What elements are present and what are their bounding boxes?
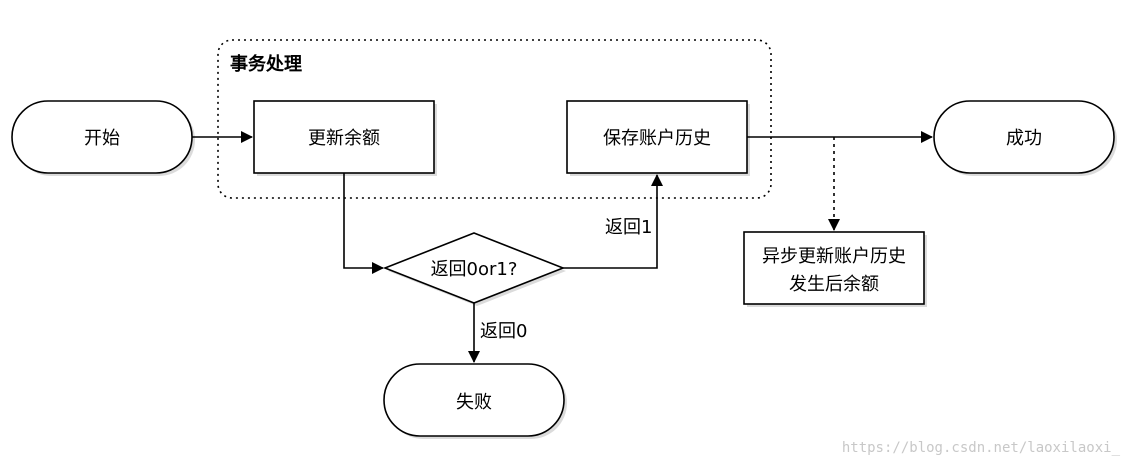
success-label: 成功	[1006, 128, 1042, 149]
edge-decision-to-save	[563, 174, 663, 269]
start-label: 开始	[84, 128, 120, 149]
transaction-group-border	[217, 39, 772, 199]
decision-label: 返回0or1?	[431, 259, 518, 280]
async-note-box	[743, 231, 925, 305]
transaction-group: 事务处理	[217, 39, 772, 199]
update-balance-label: 更新余额	[308, 128, 380, 149]
watermark-text: https://blog.csdn.net/laoxilaoxi_	[842, 440, 1121, 456]
edge-label-return1: 返回1	[605, 217, 652, 238]
save-history-node: 保存账户历史	[566, 100, 750, 176]
save-history-box	[566, 100, 748, 174]
failure-label: 失败	[456, 392, 492, 413]
update-balance-node: 更新余额	[253, 100, 437, 176]
failure-node: 失败	[383, 363, 567, 439]
start-node: 开始	[11, 100, 195, 176]
edges	[192, 131, 933, 363]
edge-label-return0: 返回0	[480, 321, 527, 342]
decision-node: 返回0or1?	[382, 232, 566, 306]
failure-terminal	[383, 363, 565, 437]
transaction-group-label: 事务处理	[230, 53, 302, 75]
async-note-line1: 异步更新账户历史	[762, 246, 906, 267]
async-note-node: 异步更新账户历史 发生后余额	[743, 231, 927, 307]
async-note-line2: 发生后余额	[789, 274, 879, 295]
edge-update-to-decision	[343, 173, 384, 274]
save-history-label: 保存账户历史	[603, 128, 711, 149]
success-terminal	[933, 100, 1115, 174]
success-node: 成功	[933, 100, 1117, 176]
